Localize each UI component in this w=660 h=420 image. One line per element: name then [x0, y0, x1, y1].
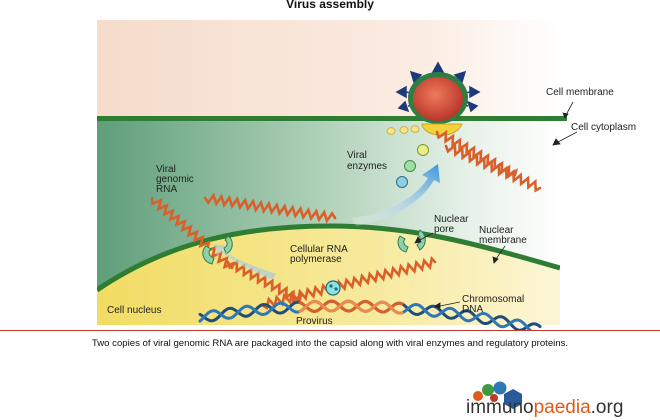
immunopaedia-logo-icon: [473, 381, 522, 409]
provirus-segment: [298, 299, 404, 315]
label-chromosomal-dna: Chromosomal DNA: [462, 294, 527, 315]
caption-divider: [0, 330, 660, 331]
label-viral-genomic-rna: Viral genomic RNA: [156, 164, 197, 195]
nuclear-membrane: [97, 223, 560, 293]
nuclear-pores: [202, 229, 426, 265]
virus-assembly-diagram: Cell membrane Cell cytoplasm Viral enzym…: [97, 20, 636, 330]
label-nuclear-membrane: Nuclear membrane: [479, 225, 527, 246]
label-cell-membrane: Cell membrane: [546, 87, 614, 98]
diagram-title: Virus assembly: [286, 0, 374, 11]
cell-membrane: [97, 116, 567, 121]
extracellular-space: [97, 20, 560, 120]
viral-rna-strands: [150, 129, 542, 310]
logo-text: immunopaedia.org: [466, 397, 624, 418]
label-cellular-rna-polymerase: Cellular RNA polymerase: [290, 244, 350, 265]
viral-enzymes: [396, 144, 429, 188]
label-cell-nucleus: Cell nucleus: [107, 305, 161, 316]
protein-vesicles: [386, 125, 420, 135]
arrow-cytoplasm-to-membrane: [352, 164, 440, 226]
budding-virus: [395, 61, 481, 124]
rna-strand-cytoplasm-long: [203, 192, 337, 224]
label-provirus: Provirus: [296, 316, 333, 327]
rna-strand-crossing-pore: [226, 259, 303, 304]
figure-caption: Two copies of viral genomic RNA are pack…: [91, 338, 569, 349]
label-pointers: [414, 101, 578, 310]
label-nuclear-pore: Nuclear pore: [434, 214, 471, 235]
transport-arrows: [214, 164, 440, 280]
label-viral-enzymes: Viral enzymes: [347, 150, 387, 172]
rna-strand-top-right-2: [444, 142, 542, 193]
arrow-nucleus-to-pore: [214, 244, 276, 280]
rna-polymerase: [325, 280, 341, 296]
rna-strand-cytoplasm-left: [150, 196, 235, 270]
label-cell-cytoplasm: Cell cytoplasm: [571, 122, 636, 133]
rna-strand-nucleus: [260, 256, 437, 310]
